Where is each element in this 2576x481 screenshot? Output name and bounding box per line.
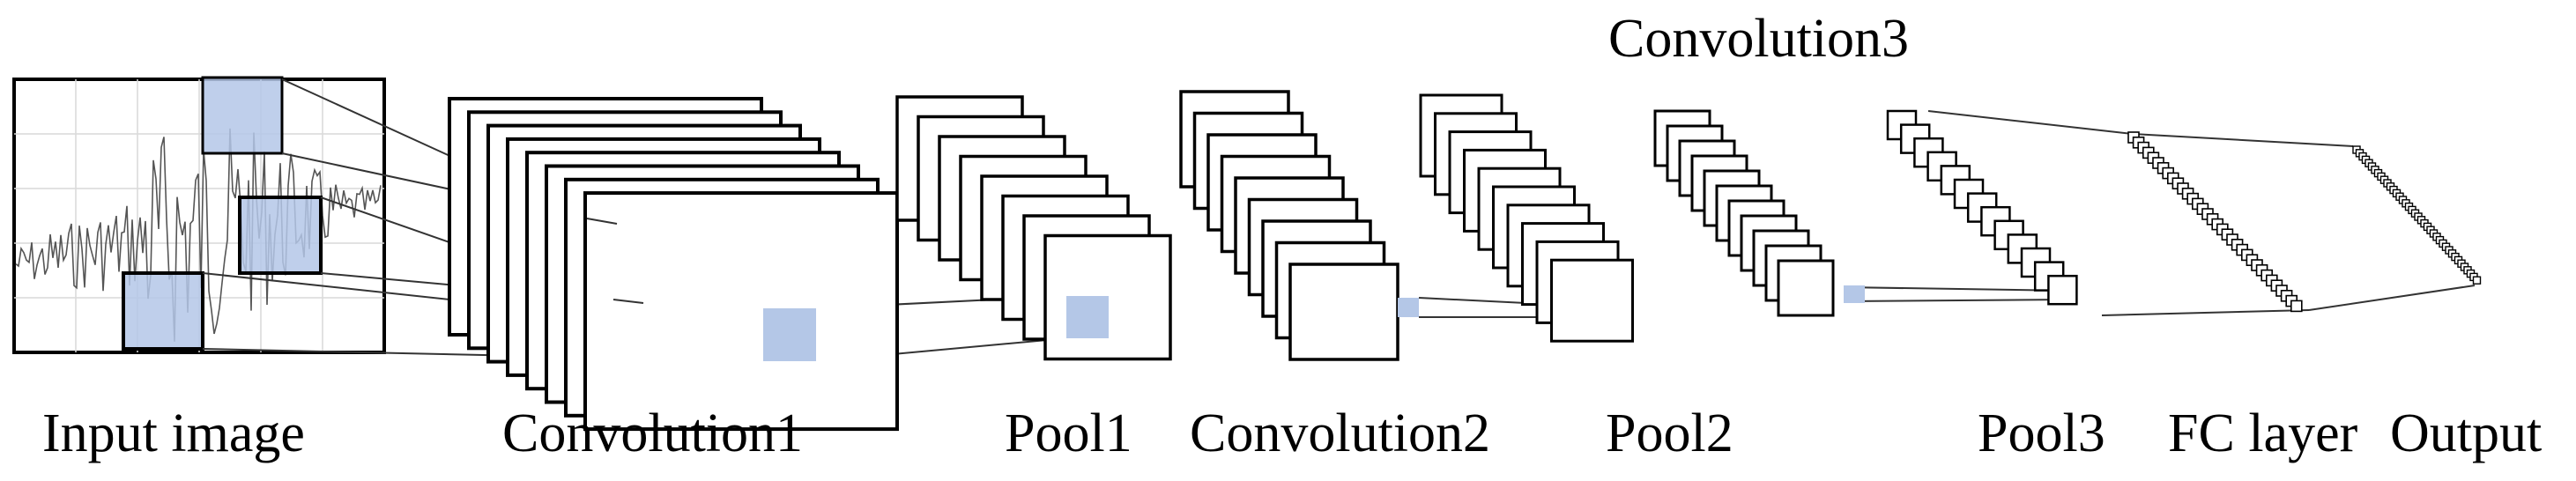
input-patch-top [201,76,284,155]
feature-map [1043,233,1172,361]
feature-map [2472,276,2482,285]
feature-map [1550,258,1634,343]
conv1-inner-line [612,299,644,304]
layer-stacks [448,90,2482,432]
label-convolution2: Convolution2 [1190,403,1490,463]
label-convolution3: Convolution3 [1608,9,1909,69]
pool1-stack [895,95,1172,361]
conv1-patch [763,308,816,361]
label-convolution1: Convolution1 [502,403,803,463]
label-fc-layer: FC layer [2168,403,2358,463]
feature-map [1777,259,1835,317]
input-patch-bottom [122,271,204,351]
input-patch-middle [238,196,323,275]
conv1-inner-line [586,218,618,225]
pool1-patch [1066,296,1109,338]
label-pool2: Pool2 [1606,403,1733,463]
label-pool1: Pool1 [1005,403,1132,463]
label-input-image: Input image [42,403,305,463]
pool2-stack [1419,93,1634,343]
feature-map [2047,274,2078,306]
label-pool3: Pool3 [1978,403,2105,463]
feature-map [2290,300,2303,313]
feature-map [583,191,899,432]
conv1-stack [448,97,899,432]
pool3-stack [1886,109,2078,306]
pool3-patch [1844,285,1865,303]
input-image [12,76,386,354]
fc-stack [2127,131,2303,313]
conv2-patch [1398,298,1419,317]
conv3-stack [1653,109,1835,317]
feature-map [1288,263,1399,361]
input-signal-waveform [15,128,382,342]
output-stack [2352,145,2482,285]
conv2-stack [1179,90,1399,361]
label-output: Output [2390,403,2542,463]
